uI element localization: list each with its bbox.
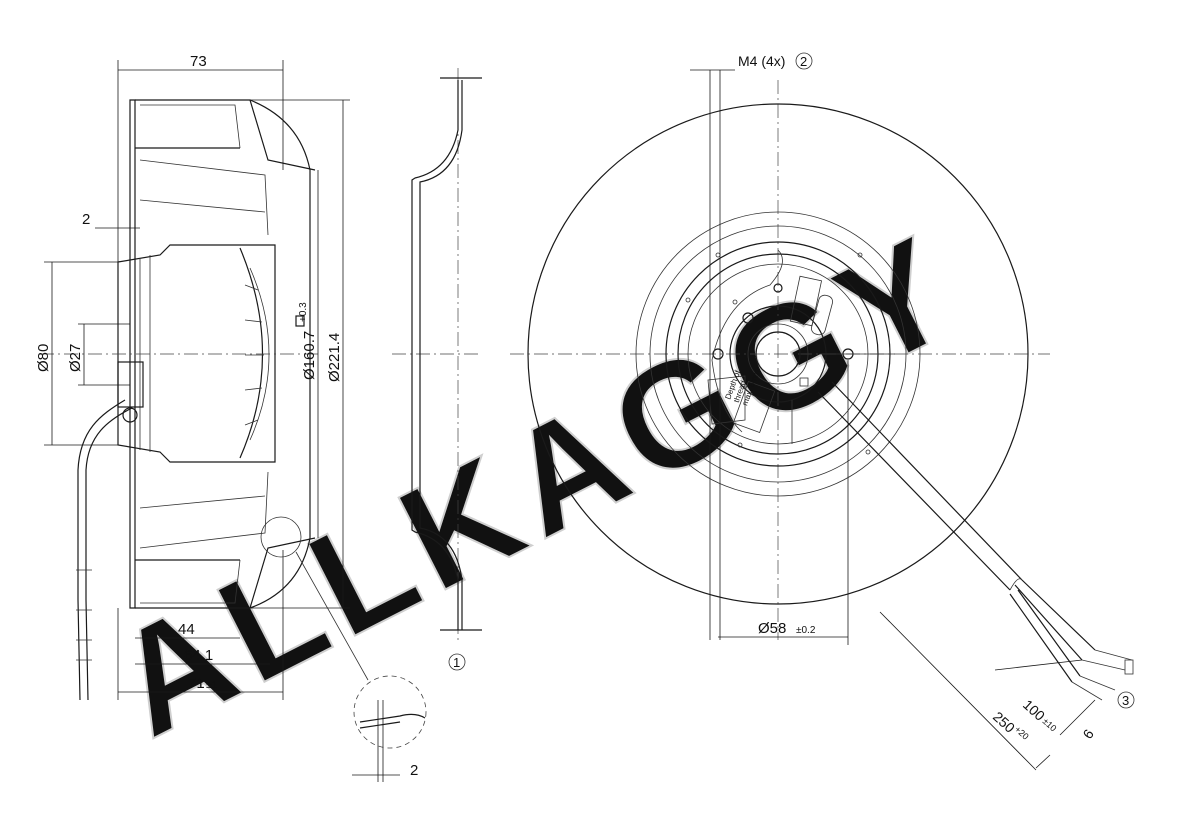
cable-callout: 3 bbox=[1122, 693, 1129, 708]
cable-strip-tol: ±10 bbox=[1041, 716, 1059, 733]
dim-overall-length: 73 bbox=[190, 53, 207, 70]
wire-end-length: 6 bbox=[1079, 726, 1097, 742]
flange-tolerance: ±0.2 bbox=[796, 625, 816, 636]
detail-view: 2 bbox=[352, 675, 427, 782]
dim-inlet-diameter: Ø160.7 bbox=[301, 331, 318, 380]
thread-callout: 2 bbox=[800, 54, 807, 69]
inlet-ring-view: 1 bbox=[392, 68, 482, 671]
dim-shaft-diameter: Ø27 bbox=[67, 344, 84, 372]
dim-outer-diameter: Ø221.4 bbox=[326, 333, 343, 382]
thread-label: M4 (4x) bbox=[738, 53, 785, 69]
side-view: 73 2 Ø80 Ø27 Ø160.7 +0.3 Ø221.4 44 64.1 … bbox=[35, 53, 369, 701]
dim-inlet-tolerance: +0.3 bbox=[298, 302, 309, 322]
dim-depth-71-tol: ±1 bbox=[206, 680, 217, 691]
detail-thickness: 2 bbox=[410, 762, 418, 779]
inlet-ring-callout: 1 bbox=[453, 655, 460, 670]
dim-depth-44: 44 bbox=[178, 621, 195, 638]
dim-wall-thickness: 2 bbox=[82, 211, 90, 228]
dim-hub-diameter: Ø80 bbox=[35, 344, 52, 372]
dim-depth-64: 64.1 bbox=[184, 647, 213, 664]
dim-depth-71: 71 bbox=[188, 675, 205, 692]
flange-diameter: Ø58 bbox=[758, 620, 786, 637]
